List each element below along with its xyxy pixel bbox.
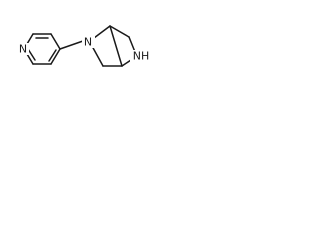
- atom-label-bridge-n: N: [82, 36, 95, 49]
- bridge-nh-label: NH: [133, 50, 150, 63]
- bond-aryl-to-n: [59, 40, 84, 50]
- diazabicycle-ring: [91, 25, 136, 67]
- chemical-structure-diagram: N N NH: [17, 25, 152, 67]
- bond-nh-bridgehead-bottom: [121, 59, 132, 67]
- double-bond-c6-n1: [27, 48, 36, 61]
- atom-label-pyridine-n: N: [17, 43, 29, 56]
- bridge-n-label: N: [84, 36, 92, 49]
- bond-n-ch2-bottom: [91, 45, 104, 67]
- bond-c4-c5: [50, 48, 61, 65]
- pyridine-ring: [23, 33, 61, 65]
- bond-n-bridgehead-top: [93, 25, 111, 39]
- pyridine-n-label: N: [19, 43, 27, 56]
- bond-methylene-bridge: [109, 25, 123, 67]
- bond-c3-c4: [50, 33, 61, 50]
- bond-ch2-nh: [128, 36, 136, 53]
- double-bond-c4-c5: [48, 49, 57, 62]
- atom-label-bridge-nh: NH: [130, 50, 152, 63]
- bond-bridgehead-top-ch2: [109, 25, 130, 38]
